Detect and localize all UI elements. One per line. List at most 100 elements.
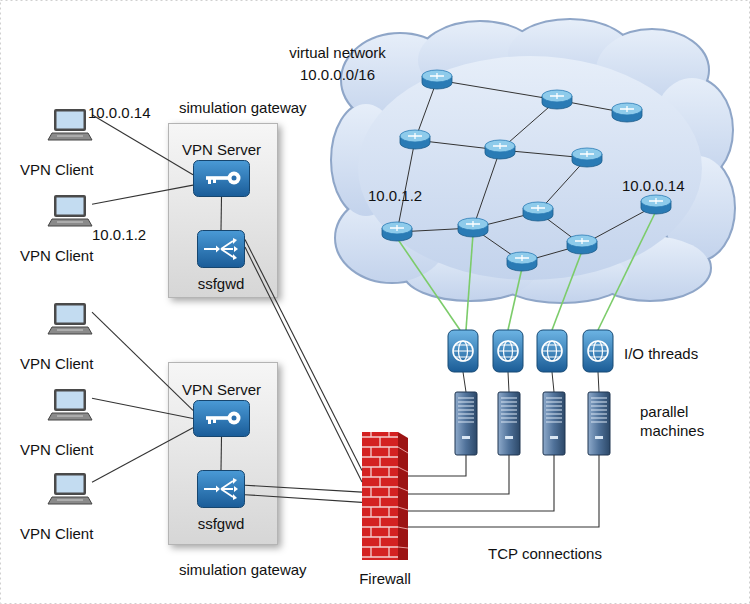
- io-link: [508, 268, 522, 330]
- network-heading: virtual network 10.0.0.0/16: [270, 42, 405, 86]
- laptop-screen: [57, 306, 84, 323]
- router-link: [500, 150, 587, 158]
- router-link: [473, 150, 500, 228]
- tcp-wires: [408, 455, 599, 527]
- io-machine-link: [463, 372, 466, 392]
- router-link: [557, 100, 627, 113]
- ssf-node: ssfgwd: [197, 470, 245, 508]
- laptop-screen: [57, 112, 84, 129]
- firewall-mortar: [398, 447, 408, 548]
- parallel-machine-icon: [498, 392, 520, 455]
- io-link: [598, 211, 656, 330]
- laptop-shape: [48, 472, 92, 506]
- cloud-shape: [330, 18, 735, 303]
- annotation-label: I/O threads: [624, 344, 734, 363]
- key-tooth: [213, 179, 216, 183]
- vpn-node: VPN Server: [193, 160, 250, 197]
- vpn-shape: [193, 160, 250, 197]
- node-label: VPN Client: [20, 160, 120, 179]
- connector-line: [92, 312, 193, 410]
- tcp-wire: [408, 455, 509, 494]
- node-label: VPN Client: [20, 524, 120, 543]
- connector-line: [92, 428, 193, 482]
- gateway-daemon-icon: [198, 231, 245, 268]
- router-link: [538, 212, 582, 245]
- node-label: ssfgwd: [177, 514, 265, 533]
- io-thread-icon: [583, 330, 613, 372]
- router-link: [415, 140, 500, 150]
- router-icon: [542, 90, 572, 109]
- parallel-machine-icon: [455, 392, 477, 455]
- router-link: [473, 212, 538, 228]
- ssf-shape: [197, 470, 245, 508]
- io-link: [466, 234, 473, 330]
- laptop-keyboard: [48, 413, 92, 420]
- io-machine-links: [463, 372, 599, 392]
- arrow-tips: [216, 478, 238, 500]
- laptop-screen-frame: [54, 473, 86, 495]
- key-hole: [232, 416, 237, 421]
- firewall-side: [398, 432, 408, 560]
- node-label: VPN Client: [20, 246, 120, 265]
- connector-line: [245, 247, 362, 482]
- arrow-tips: [216, 238, 238, 260]
- gateway-heading: simulation gateway: [179, 560, 329, 579]
- router-icon: [422, 70, 452, 89]
- laptop-shape: [48, 194, 92, 228]
- router-link: [397, 140, 415, 232]
- io-machine-link: [508, 372, 509, 392]
- node-label: Firewall: [350, 569, 420, 588]
- io-thread-icon: [448, 330, 478, 372]
- connector-line: [220, 197, 222, 230]
- network-cloud: virtual network 10.0.0.0/16: [330, 18, 735, 303]
- laptop-shape: [48, 302, 92, 336]
- laptop-screen-frame: [54, 195, 86, 217]
- laptop-screen: [57, 198, 84, 215]
- tcp-wire: [408, 455, 554, 511]
- annotation-label: TCP connections: [488, 544, 628, 563]
- laptop-keys: [57, 330, 83, 331]
- cloud-outline: [358, 56, 702, 280]
- gateway-heading: simulation gateway: [179, 98, 329, 117]
- router-icon: [382, 222, 412, 241]
- firewall-front: [362, 432, 398, 560]
- annotation-label: parallel machines: [640, 402, 730, 440]
- router-icon: [523, 202, 553, 221]
- router-icon: [572, 148, 602, 167]
- laptop-keyboard: [48, 219, 92, 226]
- connector-line: [92, 115, 193, 175]
- router-icon: [612, 103, 642, 122]
- vpn-server-icon: [194, 161, 250, 197]
- firewall-shape: [362, 432, 408, 560]
- node-label: VPN Client: [20, 354, 120, 373]
- router-link: [437, 80, 557, 100]
- io-machine-link: [552, 372, 554, 392]
- laptop-keys: [57, 222, 83, 223]
- router-links: [397, 80, 656, 262]
- router-icon: [641, 195, 671, 214]
- router-link: [538, 158, 587, 212]
- tcp-wire: [408, 455, 599, 527]
- cloud-fill: [332, 20, 734, 302]
- io-thread-icon: [537, 330, 567, 372]
- router-icon: [567, 235, 597, 254]
- laptop-screen-frame: [54, 109, 86, 131]
- io-links: [397, 211, 656, 330]
- router-icon: [458, 218, 488, 237]
- laptop-node: VPN Client: [48, 108, 92, 142]
- ip-address-label: 10.0.1.2: [92, 225, 146, 244]
- cloud-outline: [332, 20, 734, 302]
- connector-line: [220, 437, 222, 470]
- gateway-daemon-icon: [198, 471, 245, 508]
- laptop-screen: [57, 392, 84, 409]
- laptop-node: VPN Client: [48, 194, 92, 228]
- cloud-fill: [358, 56, 702, 280]
- laptop-node: VPN Client: [48, 302, 92, 336]
- gateway-box: simulation gatewayVPN Serverssfgwd: [168, 123, 278, 298]
- router-link: [500, 100, 557, 150]
- connector-line: [245, 240, 362, 471]
- io-link: [397, 238, 460, 330]
- laptop-node: VPN Client: [48, 388, 92, 422]
- node-label: VPN Server: [168, 140, 275, 159]
- laptop-shape: [48, 388, 92, 422]
